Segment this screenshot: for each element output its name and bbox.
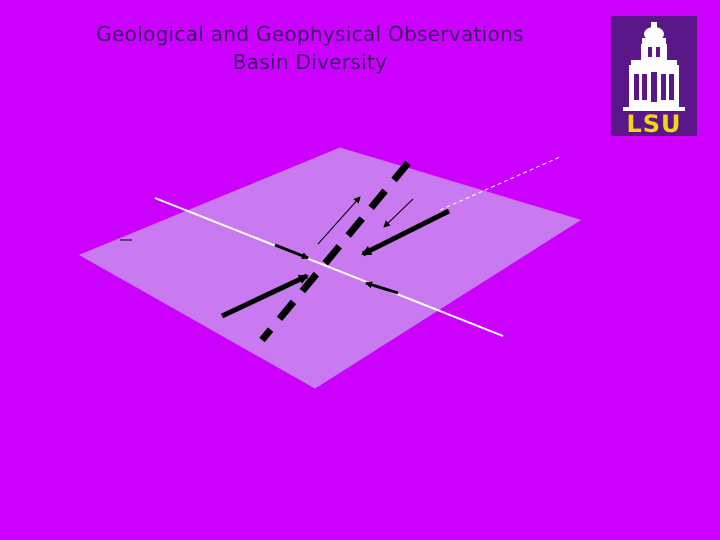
title-line-2: Basin Diversity <box>232 50 388 74</box>
thin-arrow-up <box>317 196 361 245</box>
title-line-1: Geological and Geophysical Observations <box>96 22 524 46</box>
compression-arrow-lower <box>220 273 309 319</box>
slip-arrow-right <box>365 281 399 295</box>
thin-arrow-down <box>383 198 414 228</box>
compression-arrow-upper <box>361 208 451 257</box>
lsu-logo: LSU <box>611 16 697 136</box>
dashed-white-line <box>439 156 561 211</box>
tower-windows <box>634 47 674 102</box>
slide-title: Geological and Geophysical Observations … <box>60 20 560 76</box>
white-trace-line <box>154 197 504 337</box>
dashed-fault-line <box>259 160 411 343</box>
logo-text: LSU <box>626 110 681 136</box>
slip-arrow-left <box>274 243 309 260</box>
